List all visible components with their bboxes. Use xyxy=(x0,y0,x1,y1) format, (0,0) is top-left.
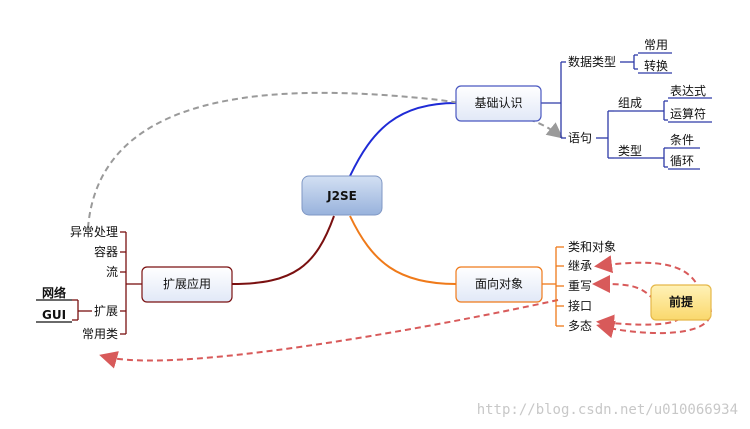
subtopic-statements[interactable]: 语句 xyxy=(568,131,592,145)
subtopic-networking[interactable]: 网络 xyxy=(42,285,66,300)
subtopic-gui[interactable]: GUI xyxy=(42,308,66,322)
topic-node-oop[interactable]: 面向对象 xyxy=(455,266,543,303)
branch-line-basics xyxy=(349,102,457,177)
basics-subtree-lines xyxy=(541,52,712,170)
topic-node-advanced[interactable]: 扩展应用 xyxy=(141,266,233,303)
subtopic-composition[interactable]: 组成 xyxy=(618,96,642,110)
subtopic-operators[interactable]: 运算符 xyxy=(670,106,706,121)
subtopic-loops[interactable]: 循环 xyxy=(670,154,694,168)
subtopic-polymorphism[interactable]: 多态 xyxy=(568,319,592,333)
topic-label-advanced: 扩展应用 xyxy=(163,276,211,291)
topic-label-oop: 面向对象 xyxy=(475,276,523,291)
prerequisite-label: 前提 xyxy=(669,294,694,309)
subtopic-extensions[interactable]: 扩展 xyxy=(94,304,118,318)
subtopic-inheritance[interactable]: 继承 xyxy=(568,259,592,273)
central-topic-label: J2SE xyxy=(326,189,357,203)
subtopic-common-types[interactable]: 常用 xyxy=(644,38,668,52)
branch-line-advanced xyxy=(231,215,335,285)
watermark-url: http://blog.csdn.net/u010066934 xyxy=(477,402,738,418)
advanced-subtree-lines xyxy=(36,231,142,335)
subtopic-data-types[interactable]: 数据类型 xyxy=(568,54,616,69)
branch-line-oop xyxy=(349,215,457,285)
subtopic-statement-types[interactable]: 类型 xyxy=(618,144,642,158)
subtopic-common-classes[interactable]: 常用类 xyxy=(82,327,118,341)
central-topic-node[interactable]: J2SE xyxy=(301,175,383,216)
topic-node-basics[interactable]: 基础认识 xyxy=(455,85,542,122)
relation-line-prereq-to-inheritance xyxy=(594,255,701,292)
subtopic-conversion[interactable]: 转换 xyxy=(644,58,668,73)
subtopic-exception-handling[interactable]: 异常处理 xyxy=(70,225,118,239)
topic-label-basics: 基础认识 xyxy=(474,96,522,110)
subtopic-expressions[interactable]: 表达式 xyxy=(670,84,706,98)
subtopic-classes-objects[interactable]: 类和对象 xyxy=(568,240,616,254)
relation-line-prereq-to-override xyxy=(592,275,655,301)
oop-subtree-lines xyxy=(542,246,564,327)
subtopic-override[interactable]: 重写 xyxy=(568,279,592,293)
subtopic-containers[interactable]: 容器 xyxy=(94,244,118,259)
subtopic-conditions[interactable]: 条件 xyxy=(670,133,694,147)
prerequisite-node[interactable]: 前提 xyxy=(650,284,712,321)
subtopic-streams[interactable]: 流 xyxy=(106,265,118,279)
subtopic-interfaces[interactable]: 接口 xyxy=(568,298,592,313)
relation-line-oop-to-common-classes xyxy=(99,299,559,369)
